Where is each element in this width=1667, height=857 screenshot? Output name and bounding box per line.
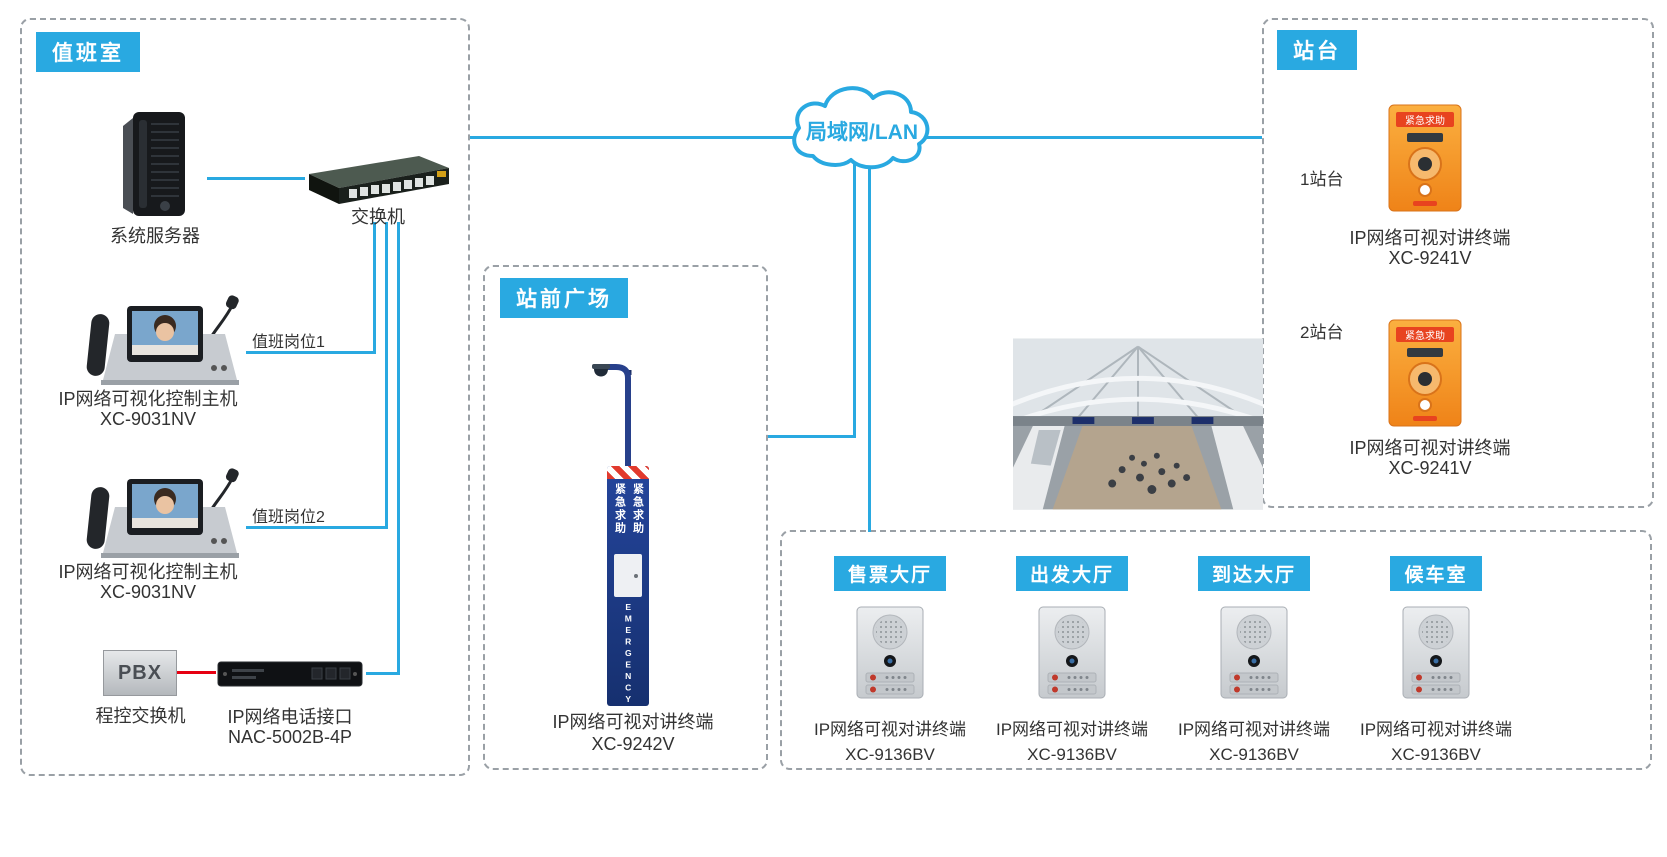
pole-call-panel: [614, 554, 642, 598]
connection-line-console2: [246, 526, 388, 529]
plaza-zone: [483, 265, 768, 770]
hall-unit-waiting: 候车室 IP网络可视对讲终端 XC-9136BV: [1346, 530, 1526, 770]
pbx-box: PBX: [103, 650, 177, 696]
console1-illustration: [75, 292, 250, 387]
waiting-room-intercom-illustration: [1400, 605, 1472, 700]
switch-label: 交换机: [351, 207, 405, 227]
connection-line-server-switch: [207, 177, 305, 180]
platform1-model: XC-9241V: [1388, 248, 1472, 268]
departure-hall-model: XC-9136BV: [1027, 745, 1117, 764]
gateway-name: IP网络电话接口: [227, 707, 353, 727]
plaza-terminal-name: IP网络可视对讲终端: [552, 712, 714, 732]
connection-line-switch-console2: [385, 222, 388, 529]
gateway-model: NAC-5002B-4P: [227, 727, 353, 747]
ticket-hall-model: XC-9136BV: [845, 745, 935, 764]
console2-illustration: [75, 465, 250, 560]
connection-line-plaza: [768, 435, 856, 438]
platform2-intercom-illustration: [1383, 318, 1467, 430]
pole-column: 紧急求助 紧急求助 EMERGENCY: [607, 466, 649, 706]
pbx-label: 程控交换机: [95, 706, 186, 726]
server-illustration: [103, 110, 207, 218]
pole-mast: [625, 378, 631, 470]
pole-cn-text-1: 紧急求助: [613, 483, 626, 536]
hazard-stripes: [607, 466, 649, 480]
platform1-location: 1站台: [1300, 170, 1344, 189]
pole-cn-text-2: 紧急求助: [631, 483, 644, 536]
dome-camera-icon: [594, 369, 608, 377]
cloud-shape: [792, 86, 930, 170]
platform-badge: 站台: [1277, 30, 1357, 70]
emergency-pole-illustration: 紧急求助 紧急求助 EMERGENCY: [558, 358, 692, 706]
arrival-hall-badge: 到达大厅: [1197, 556, 1310, 591]
platform2-location: 2站台: [1300, 323, 1344, 342]
console2-model: XC-9031NV: [99, 582, 197, 602]
plaza-terminal-model: XC-9242V: [591, 734, 675, 754]
connection-line-gateway: [366, 672, 400, 675]
station-photo: [1013, 338, 1263, 510]
arrival-hall-model: XC-9136BV: [1209, 745, 1299, 764]
platform1-name: IP网络可视对讲终端: [1349, 228, 1511, 248]
pole-camera-arm: [592, 364, 632, 408]
hall-unit-departure: 出发大厅 IP网络可视对讲终端 XC-9136BV: [982, 530, 1162, 770]
duty-room-badge: 值班室: [36, 32, 140, 72]
ticket-hall-intercom-illustration: [854, 605, 926, 700]
departure-hall-name: IP网络可视对讲终端: [995, 720, 1149, 739]
platform2-model: XC-9241V: [1388, 458, 1472, 478]
ticket-hall-badge: 售票大厅: [833, 556, 946, 591]
console2-name: IP网络可视化控制主机: [58, 562, 238, 582]
platform-zone: [1262, 18, 1654, 508]
departure-hall-intercom-illustration: [1036, 605, 1108, 700]
switch-illustration: [303, 146, 453, 208]
hall-unit-ticket: 售票大厅 IP网络可视对讲终端 XC-9136BV: [800, 530, 980, 770]
hall-unit-arrival: 到达大厅 IP网络可视对讲终端 XC-9136BV: [1164, 530, 1344, 770]
lan-label: 局域网/LAN: [806, 121, 918, 144]
waiting-room-badge: 候车室: [1390, 556, 1482, 591]
platform2-name: IP网络可视对讲终端: [1349, 438, 1511, 458]
phone-gateway-illustration: [216, 658, 364, 690]
arrival-hall-intercom-illustration: [1218, 605, 1290, 700]
duty-post2-label: 值班岗位2: [252, 509, 325, 526]
connection-line-cloud-to-plaza: [853, 150, 856, 438]
connection-line-cloud-to-halls: [868, 150, 871, 532]
arrival-hall-name: IP网络可视对讲终端: [1177, 720, 1331, 739]
platform1-intercom-illustration: [1383, 103, 1467, 215]
duty-room-zone: [20, 18, 470, 776]
server-label: 系统服务器: [110, 226, 200, 246]
camera-mount: [592, 364, 610, 369]
connection-line-pbx-gateway: [177, 671, 216, 674]
duty-post1-label: 值班岗位1: [252, 334, 325, 351]
departure-hall-badge: 出发大厅: [1015, 556, 1128, 591]
plaza-badge: 站前广场: [500, 278, 628, 318]
waiting-room-model: XC-9136BV: [1391, 745, 1481, 764]
waiting-room-name: IP网络可视对讲终端: [1359, 720, 1513, 739]
console1-name: IP网络可视化控制主机: [58, 389, 238, 409]
ticket-hall-name: IP网络可视对讲终端: [813, 720, 967, 739]
connection-line-switch-console1: [373, 222, 376, 354]
connection-line-console1: [246, 351, 376, 354]
console1-model: XC-9031NV: [99, 409, 197, 429]
lan-cloud: 局域网/LAN: [783, 78, 941, 174]
pole-en-text: EMERGENCY: [623, 602, 634, 706]
connection-line-switch-gateway: [397, 222, 400, 675]
halls-zone: [780, 530, 1652, 770]
